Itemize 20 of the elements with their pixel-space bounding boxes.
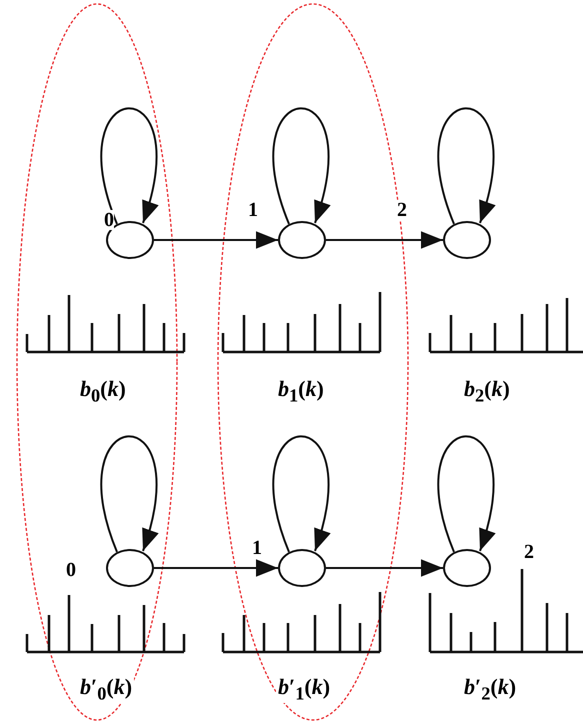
distribution-label: b′$_{0}$(k) xyxy=(78,676,134,703)
self-loop-arrow xyxy=(437,436,494,552)
state-circle xyxy=(278,221,326,259)
self-loop-arrow xyxy=(272,108,330,224)
state-circle xyxy=(106,549,154,587)
arrow xyxy=(326,231,443,249)
state-circle xyxy=(278,549,326,587)
state-number: 2 xyxy=(397,200,407,220)
state-number: 0 xyxy=(104,210,114,230)
self-loop-arrow xyxy=(100,436,158,552)
arrow xyxy=(154,559,278,577)
arrow xyxy=(154,231,278,249)
distribution-label: b$_{0}$(k) xyxy=(78,378,128,405)
self-loop-arrow xyxy=(100,108,158,224)
state-circle xyxy=(443,221,491,259)
distribution-label: b′$_{1}$(k) xyxy=(276,676,332,703)
self-loop-arrow xyxy=(272,436,330,552)
state-circle xyxy=(443,549,491,587)
arrow xyxy=(326,559,443,577)
self-loop-arrow xyxy=(437,108,494,224)
